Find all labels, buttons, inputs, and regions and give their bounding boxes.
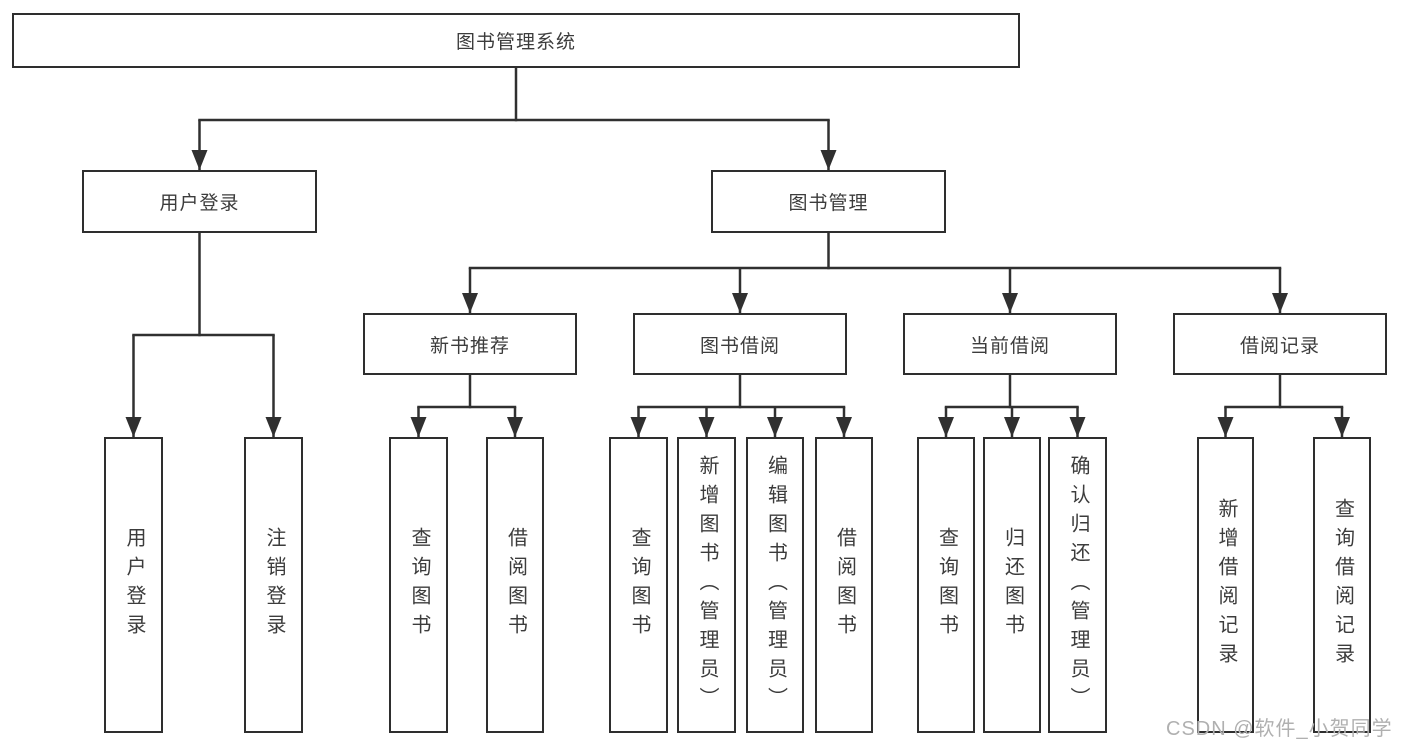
leaf-logout: 注销登录 <box>244 437 303 733</box>
node-label: 借阅图书 <box>833 527 856 643</box>
node-label: 查询借阅记录 <box>1331 498 1354 672</box>
leaf-confirm-return-admin: 确认归还（管理员） <box>1048 437 1107 733</box>
node-label: 当前借阅 <box>969 335 1050 357</box>
node-label: 借阅图书 <box>504 527 527 643</box>
node-new-book-recommend: 新书推荐 <box>363 313 577 375</box>
node-label: 用户登录 <box>123 527 145 643</box>
node-borrow-records: 借阅记录 <box>1173 313 1387 375</box>
leaf-query-books-recommend: 查询图书 <box>389 437 448 733</box>
leaf-add-books-admin: 新增图书（管理员） <box>677 437 736 733</box>
node-label: 图书借阅 <box>699 335 780 357</box>
leaf-edit-books-admin: 编辑图书（管理员） <box>746 437 804 733</box>
csdn-watermark: CSDN @软件_小贺同学 <box>1166 718 1393 740</box>
node-label: 新增图书（管理员） <box>696 454 718 716</box>
node-label: 查询图书 <box>935 527 958 643</box>
node-label: 借阅记录 <box>1239 335 1320 357</box>
node-label: 图书管理 <box>788 193 869 214</box>
leaf-query-books-current: 查询图书 <box>917 437 975 733</box>
leaf-borrow-books: 借阅图书 <box>815 437 873 733</box>
node-root-system: 图书管理系统 <box>12 13 1020 68</box>
node-book-management: 图书管理 <box>711 170 946 233</box>
leaf-query-books-borrow: 查询图书 <box>609 437 668 733</box>
node-label: 确认归还（管理员） <box>1067 454 1089 716</box>
node-label: 注销登录 <box>263 527 285 643</box>
node-label: 归还图书 <box>1001 527 1024 643</box>
node-label: 新书推荐 <box>429 335 510 357</box>
leaf-borrow-books-recommend: 借阅图书 <box>486 437 544 733</box>
node-current-borrow: 当前借阅 <box>903 313 1117 375</box>
leaf-user-login: 用户登录 <box>104 437 163 733</box>
node-label: 查询图书 <box>628 527 650 643</box>
node-book-borrow: 图书借阅 <box>633 313 847 375</box>
node-label: 编辑图书（管理员） <box>764 454 787 716</box>
node-label: 新增借阅记录 <box>1215 498 1237 672</box>
leaf-add-borrow-record: 新增借阅记录 <box>1197 437 1254 733</box>
leaf-query-borrow-record: 查询借阅记录 <box>1313 437 1371 733</box>
leaf-return-books: 归还图书 <box>983 437 1041 733</box>
node-label: 图书管理系统 <box>455 32 576 53</box>
node-label: 查询图书 <box>408 527 430 643</box>
node-user-login: 用户登录 <box>82 170 317 233</box>
node-label: 用户登录 <box>159 193 240 214</box>
